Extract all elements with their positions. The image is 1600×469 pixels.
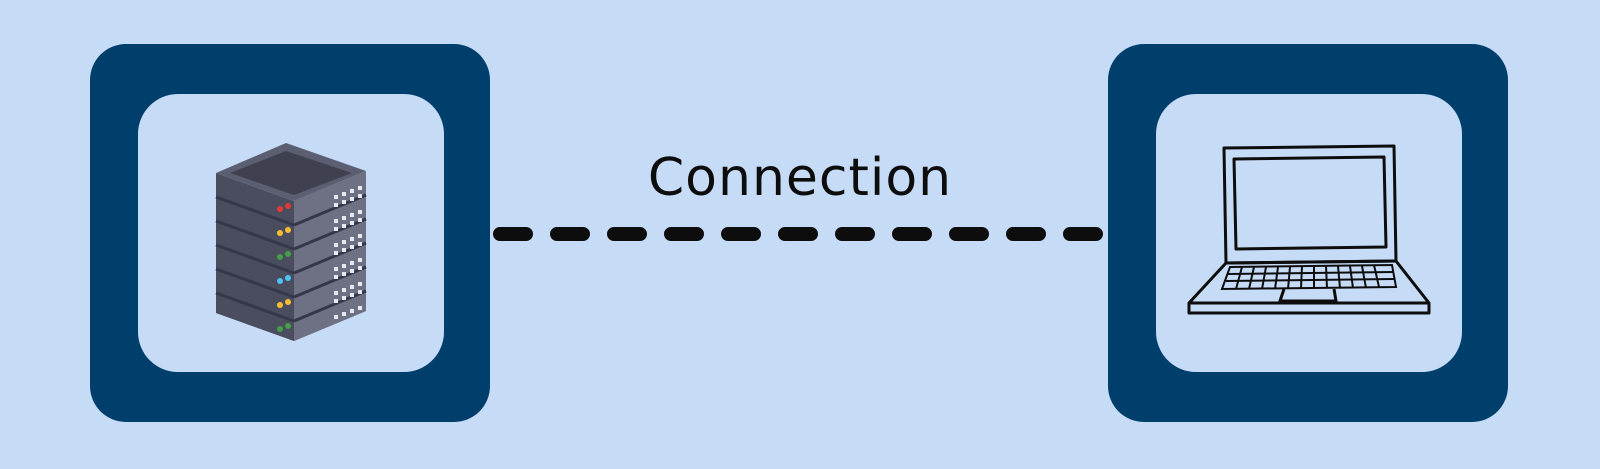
laptop-icon (1187, 144, 1431, 315)
server-rack-icon (215, 143, 367, 341)
client-node (1108, 44, 1508, 422)
client-node-panel (1156, 94, 1462, 372)
connection-label: Connection (647, 148, 953, 208)
connection-line (493, 227, 1107, 241)
server-node-panel (138, 94, 444, 372)
server-node (90, 44, 490, 422)
